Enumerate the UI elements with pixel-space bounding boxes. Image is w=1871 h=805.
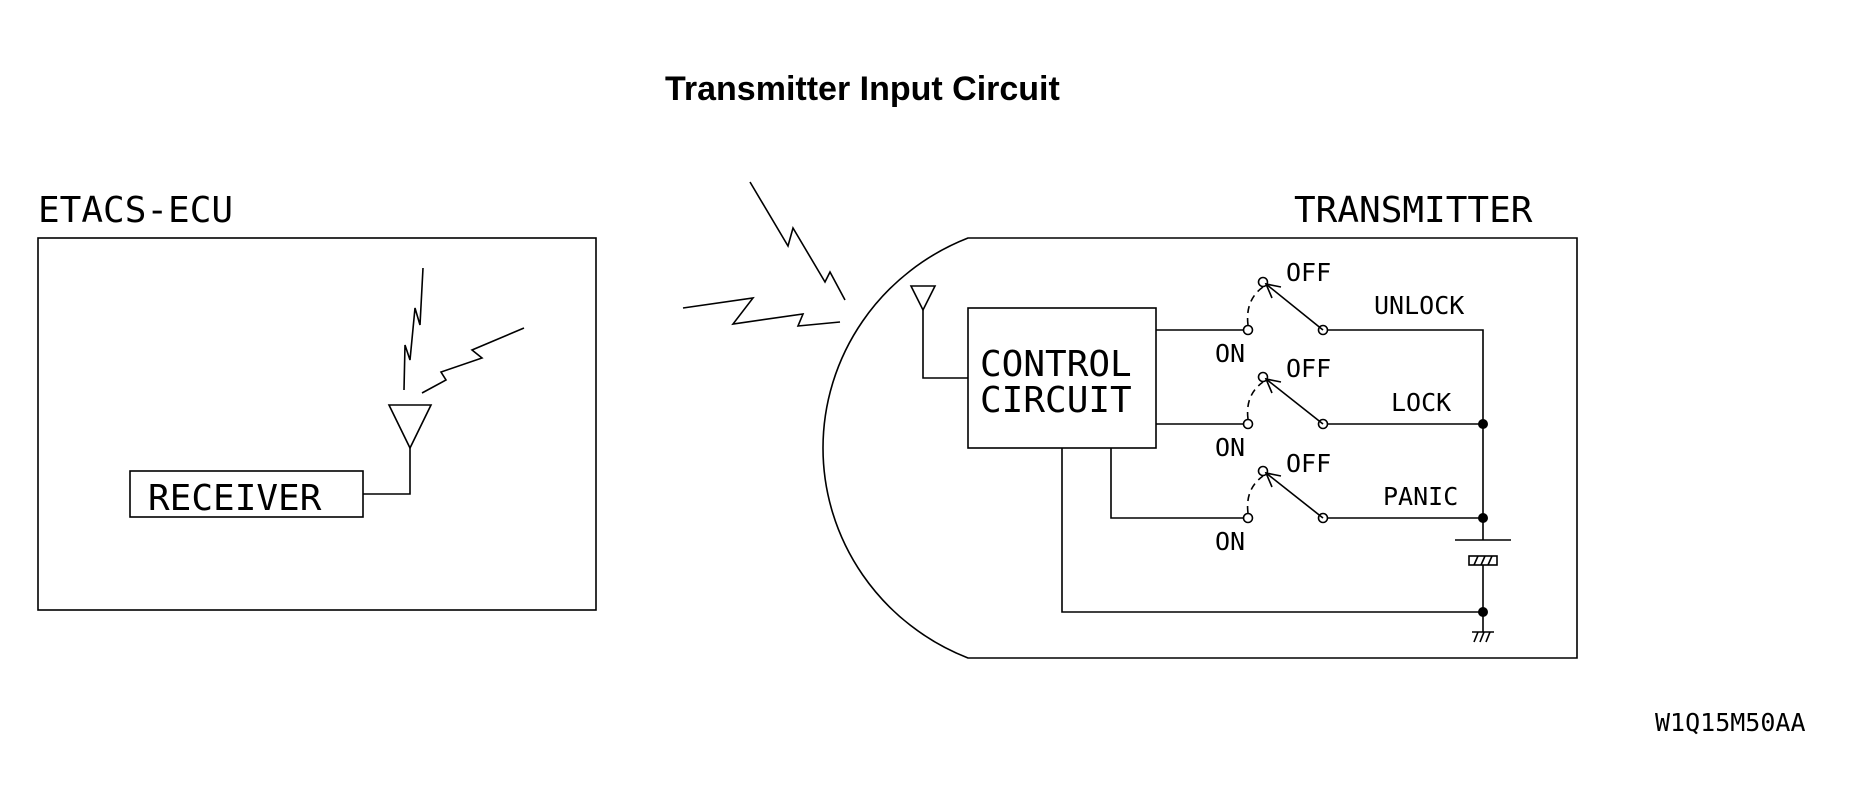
panic-arrow-icon <box>1264 471 1282 488</box>
transmitter-antenna-wire <box>922 310 968 379</box>
junction-dot <box>1478 513 1488 523</box>
common-bus <box>1323 329 1484 540</box>
unlock-on-label: ON <box>1215 339 1245 368</box>
unlock-on-contact <box>1242 324 1254 336</box>
figure-code: W1Q15M50AA <box>1655 708 1806 737</box>
panic-off-label: OFF <box>1286 449 1331 478</box>
lock-switch: ON OFF LOCK <box>1215 354 1451 462</box>
lock-lever <box>1265 378 1324 425</box>
panic-switch: ON OFF PANIC <box>1215 449 1458 556</box>
etacs-ecu-block: ETACS-ECU RECEIVER <box>37 190 597 611</box>
unlock-lever <box>1265 283 1324 331</box>
transmitter-antenna-icon <box>909 285 937 312</box>
panic-lever <box>1265 472 1324 519</box>
receiver-label: RECEIVER <box>148 478 322 519</box>
unlock-switch: ON OFF UNLOCK <box>1215 258 1464 368</box>
receiver-antenna-wire <box>363 448 411 495</box>
transmitter-block: TRANSMITTER CONTROL CIRCUIT <box>822 190 1578 659</box>
receiver-antenna-icon <box>387 404 433 450</box>
lock-on-label: ON <box>1215 433 1245 462</box>
control-circuit-label-2: CIRCUIT <box>980 380 1132 421</box>
unlock-label: UNLOCK <box>1374 291 1464 320</box>
control-circuit-label-1: CONTROL <box>980 344 1132 385</box>
etacs-ecu-box <box>37 237 597 611</box>
diagram-title: Transmitter Input Circuit <box>665 70 1060 108</box>
lock-on-contact <box>1242 418 1254 430</box>
transmitter-label: TRANSMITTER <box>1294 190 1533 231</box>
panic-wire <box>1110 448 1247 519</box>
unlock-arrow-icon <box>1264 282 1282 299</box>
panic-on-contact <box>1242 512 1254 524</box>
transmitter-outline <box>822 237 1578 659</box>
ecu-signal-wave-icon <box>421 327 525 394</box>
panic-on-label: ON <box>1215 527 1245 556</box>
unlock-off-label: OFF <box>1286 258 1331 287</box>
signal-wave-icon <box>682 296 841 327</box>
lock-arrow-icon <box>1264 377 1282 394</box>
transmitted-signal <box>682 181 846 327</box>
ground-wire <box>1061 448 1483 613</box>
junction-dot <box>1478 419 1488 429</box>
lock-label: LOCK <box>1391 388 1451 417</box>
etacs-ecu-label: ETACS-ECU <box>38 190 233 231</box>
ecu-signal-wave-icon <box>403 267 424 391</box>
signal-wave-icon <box>749 181 846 301</box>
panic-label: PANIC <box>1383 482 1458 511</box>
lock-off-label: OFF <box>1286 354 1331 383</box>
